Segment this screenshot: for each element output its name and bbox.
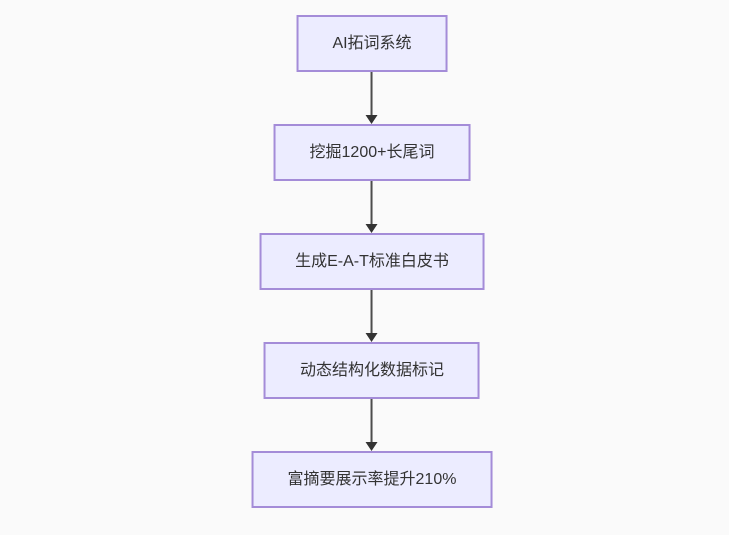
arrow-line xyxy=(371,181,373,225)
flow-node-label: AI拓词系统 xyxy=(332,34,412,52)
flow-node-label: 挖掘1200+长尾词 xyxy=(309,143,435,161)
arrow-line xyxy=(371,72,373,116)
flow-node-label: 富摘要展示率提升210% xyxy=(287,470,457,488)
arrowhead-down-icon xyxy=(366,224,378,233)
arrowhead-down-icon xyxy=(366,333,378,342)
flowchart: AI拓词系统 挖掘1200+长尾词 生成E-A-T标准白皮书 动态结构化数据标记 xyxy=(251,15,493,508)
flow-node-rich-snippet-result: 富摘要展示率提升210% xyxy=(251,451,493,508)
arrowhead-down-icon xyxy=(366,442,378,451)
flow-node-eat-whitepaper: 生成E-A-T标准白皮书 xyxy=(259,233,485,290)
arrow-line xyxy=(371,290,373,334)
arrowhead-down-icon xyxy=(366,115,378,124)
flow-node-ai-keyword-system: AI拓词系统 xyxy=(296,15,448,72)
flow-arrow-3 xyxy=(365,290,379,342)
flow-arrow-1 xyxy=(365,72,379,124)
flow-node-longtail-mining: 挖掘1200+长尾词 xyxy=(273,124,471,181)
flow-arrow-4 xyxy=(365,399,379,451)
flow-node-structured-data-markup: 动态结构化数据标记 xyxy=(263,342,480,399)
flow-node-label: 生成E-A-T标准白皮书 xyxy=(295,252,449,270)
arrow-line xyxy=(371,399,373,443)
flow-node-label: 动态结构化数据标记 xyxy=(299,361,444,379)
flow-arrow-2 xyxy=(365,181,379,233)
